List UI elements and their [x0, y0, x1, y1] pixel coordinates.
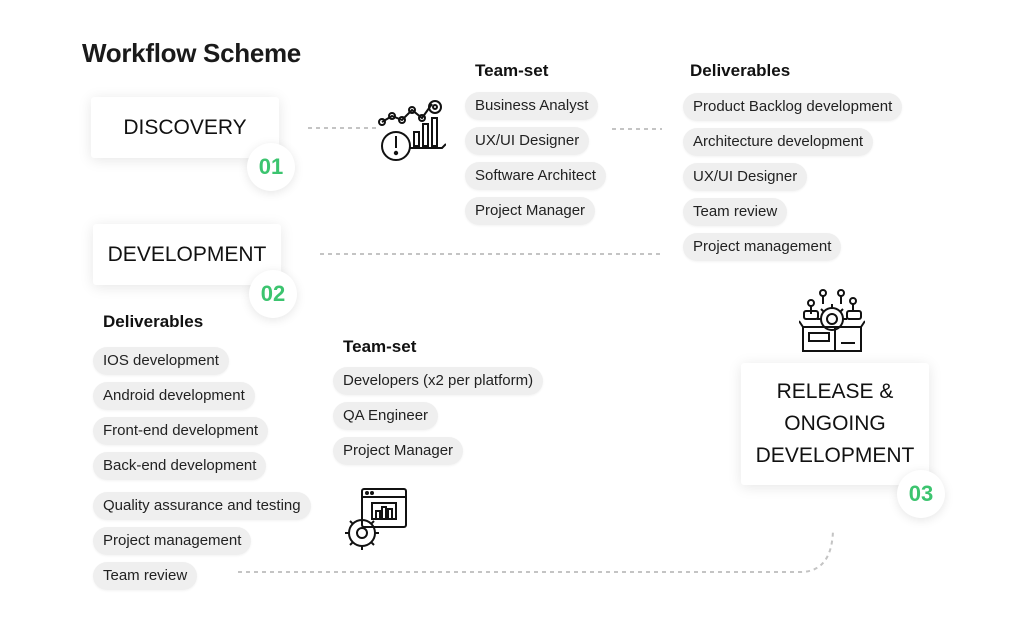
development-team-heading: Team-set [343, 337, 417, 356]
development-deliverable-item: Project management [93, 527, 252, 555]
discovery-team-list: Business Analyst UX/UI Designer Software… [465, 92, 606, 225]
discovery-deliverables-heading: Deliverables [690, 61, 791, 80]
development-deliverable-item: IOS development [93, 347, 229, 375]
development-deliverable-item: Quality assurance and testing [93, 492, 311, 520]
stage-release-label-line: DEVELOPMENT [755, 444, 915, 467]
development-deliverable-item: Back-end development [93, 452, 267, 480]
stage-development: DEVELOPMENT [93, 224, 281, 285]
stage-release-label-line: ONGOING [784, 412, 886, 435]
stage-number-03: 03 [897, 470, 945, 518]
discovery-deliverable-item: Team review [683, 198, 788, 226]
discovery-team-item: Software Architect [465, 162, 606, 190]
stage-number-01: 01 [247, 143, 295, 191]
box-gear-icon [799, 287, 865, 353]
development-team-item: Developers (x2 per platform) [333, 367, 544, 395]
stage-number-02: 02 [249, 270, 297, 318]
stage-release: RELEASE & ONGOING DEVELOPMENT [741, 363, 929, 485]
stage-release-label-line: RELEASE & [776, 380, 894, 403]
analytics-chart-icon [378, 98, 446, 166]
development-deliverable-item: Team review [93, 562, 198, 590]
discovery-team-heading: Team-set [475, 61, 549, 80]
discovery-team-item: Project Manager [465, 197, 596, 225]
development-deliverable-item: Front-end development [93, 417, 269, 445]
discovery-deliverable-item: Architecture development [683, 128, 874, 156]
development-team-item: Project Manager [333, 437, 464, 465]
development-deliverables-list: IOS development Android development Fron… [93, 347, 311, 590]
stage-development-label: DEVELOPMENT [107, 242, 267, 266]
development-deliverables-heading: Deliverables [103, 312, 204, 331]
discovery-deliverable-item: Project management [683, 233, 842, 261]
discovery-team-item: Business Analyst [465, 92, 599, 120]
page-title: Workflow Scheme [82, 38, 301, 68]
code-gear-icon [342, 487, 410, 551]
development-team-item: QA Engineer [333, 402, 439, 430]
development-team-list: Developers (x2 per platform) QA Engineer… [333, 367, 544, 465]
stage-discovery-label: DISCOVERY [123, 115, 247, 139]
development-deliverable-item: Android development [93, 382, 255, 410]
discovery-deliverable-item: Product Backlog development [683, 93, 903, 121]
discovery-deliverable-item: UX/UI Designer [683, 163, 808, 191]
stage-discovery: DISCOVERY [91, 97, 279, 158]
discovery-deliverables-list: Product Backlog development Architecture… [683, 93, 903, 261]
discovery-team-item: UX/UI Designer [465, 127, 590, 155]
